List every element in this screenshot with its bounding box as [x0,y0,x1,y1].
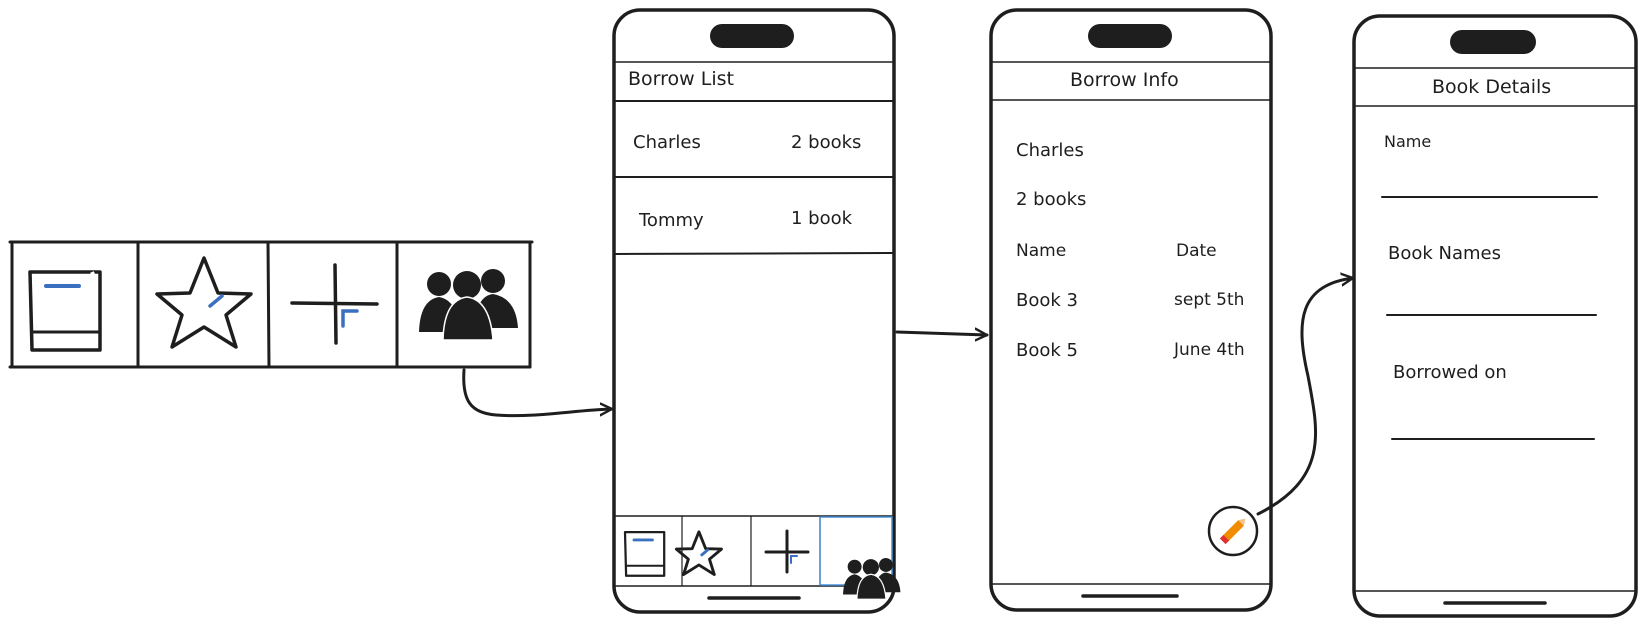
field-label-borrowed-on: Borrowed on [1393,362,1507,383]
borrow-list-title: Borrow List [628,68,734,90]
large-tab-bar [8,240,534,369]
book-icon[interactable] [28,270,102,352]
book-name: Book 3 [1016,290,1078,311]
arrow-fab-to-book-details [1256,278,1355,516]
borrower-name: Charles [1016,140,1084,161]
field-label-book-names: Book Names [1388,243,1502,264]
book-date: sept 5th [1174,290,1245,310]
borrow-count: 2 books [791,132,862,153]
star-icon[interactable] [155,256,253,349]
borrow-count: 2 books [1016,189,1087,210]
book-names-field[interactable] [1386,276,1598,316]
mini-group-icon[interactable] [843,558,901,600]
phone-borrow-list [612,8,896,614]
borrower-name: Charles [633,132,701,153]
phone-book-details [1352,14,1638,618]
column-header-date: Date [1176,241,1217,261]
group-icon[interactable] [419,269,518,341]
borrower-name: Tommy [639,210,704,231]
book-name: Book 5 [1016,340,1078,361]
mini-book-icon[interactable] [623,531,666,577]
borrow-count: 1 book [791,208,853,229]
phone-borrow-info [989,8,1273,612]
mini-plus-icon[interactable] [764,529,810,574]
field-label-name: Name [1384,132,1432,151]
name-field[interactable] [1382,160,1598,198]
edit-fab[interactable] [1207,505,1259,557]
column-header-name: Name [1016,241,1067,261]
borrow-row-charles[interactable]: Charles 2 books [616,103,892,175]
book-details-title: Book Details [1432,76,1552,98]
borrowed-on-field[interactable] [1390,396,1596,440]
pencil-icon [1219,518,1246,545]
borrow-info-title: Borrow Info [1070,69,1179,91]
mini-star-icon[interactable] [674,530,723,577]
arrow-tabbar-to-borrow-list [462,368,614,418]
book-date: June 4th [1174,340,1245,360]
plus-icon[interactable] [290,263,379,345]
arrow-borrow-list-to-borrow-info [895,332,989,335]
borrow-row-tommy[interactable]: Tommy 1 book [616,179,892,251]
